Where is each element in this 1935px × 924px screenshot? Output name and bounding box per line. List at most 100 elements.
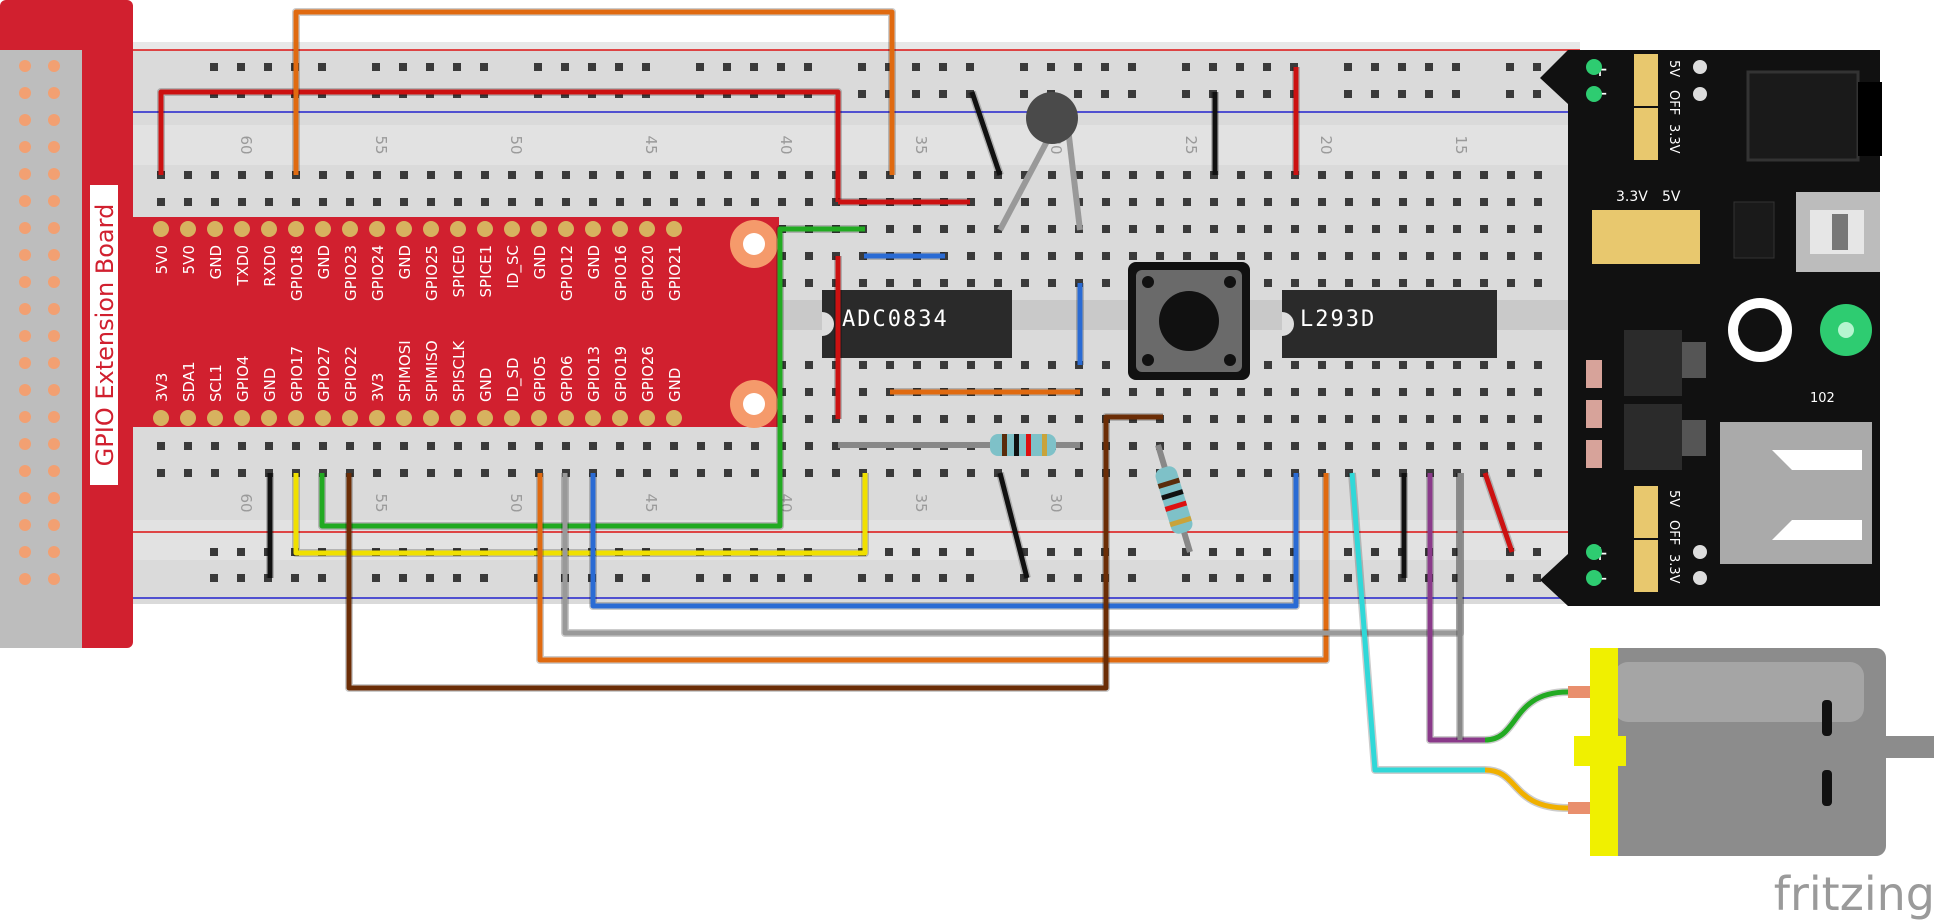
breadboard-hole <box>1534 388 1542 396</box>
breadboard-hole <box>643 442 651 450</box>
ribbon-pin <box>48 357 60 369</box>
breadboard-hole <box>1021 415 1029 423</box>
breadboard-hole <box>454 198 462 206</box>
breadboard-hole <box>1399 279 1407 287</box>
breadboard-hole <box>1075 252 1083 260</box>
breadboard-hole <box>913 361 921 369</box>
breadboard-hole <box>238 171 246 179</box>
rail-hole <box>210 63 218 71</box>
ext-pin <box>612 221 628 237</box>
rail-hole <box>1263 63 1271 71</box>
breadboard-hole <box>670 469 678 477</box>
breadboard-hole <box>1507 279 1515 287</box>
ext-pin <box>315 410 331 426</box>
ribbon-pin <box>48 222 60 234</box>
rail-hole <box>1533 548 1541 556</box>
breadboard-hole <box>859 252 867 260</box>
breadboard-hole <box>1453 415 1461 423</box>
rail-hole <box>1236 548 1244 556</box>
ribbon-pin <box>48 303 60 315</box>
column-number: 50 <box>507 135 525 154</box>
breadboard-hole <box>1399 252 1407 260</box>
breadboard-hole <box>1534 442 1542 450</box>
breadboard-hole <box>1291 252 1299 260</box>
resistor-horizontal <box>838 434 1080 456</box>
breadboard-hole <box>427 171 435 179</box>
breadboard-hole <box>967 225 975 233</box>
ext-pin-label: GND <box>531 245 549 279</box>
ribbon-pin <box>48 249 60 261</box>
ribbon-pin <box>19 114 31 126</box>
rail-hole <box>1074 63 1082 71</box>
ext-pin-label: GND <box>207 245 225 279</box>
ribbon-pin <box>19 438 31 450</box>
breadboard-hole <box>1183 442 1191 450</box>
jumper-label-off-top: OFF <box>1666 90 1681 115</box>
breadboard-hole <box>1048 469 1056 477</box>
rail-hole <box>1371 548 1379 556</box>
driver-label: L293D <box>1300 307 1376 332</box>
ext-pin-label: GPIO26 <box>639 346 657 402</box>
breadboard-hole <box>1264 252 1272 260</box>
breadboard-hole <box>1318 388 1326 396</box>
ext-pin <box>639 410 655 426</box>
rail-hole <box>1452 574 1460 582</box>
breadboard-hole <box>1156 198 1164 206</box>
ext-pin <box>288 410 304 426</box>
breadboard-hole <box>670 171 678 179</box>
ext-pin-label: GPIO17 <box>288 346 306 402</box>
rail-hole <box>723 574 731 582</box>
rail-hole <box>210 574 218 582</box>
breadboard-hole <box>1129 225 1137 233</box>
breadboard-hole <box>1156 171 1164 179</box>
breadboard-hole <box>1048 279 1056 287</box>
column-number: 30 <box>1047 493 1065 512</box>
breadboard-hole <box>1264 442 1272 450</box>
ribbon-pin <box>19 330 31 342</box>
breadboard-hole <box>832 469 840 477</box>
rail-hole <box>1371 574 1379 582</box>
column-number: 60 <box>237 493 255 512</box>
breadboard-hole <box>1318 361 1326 369</box>
breadboard-hole <box>1345 361 1353 369</box>
rail-hole <box>318 63 326 71</box>
rail-hole <box>696 63 704 71</box>
ext-pin <box>261 221 277 237</box>
breadboard-hole <box>157 469 165 477</box>
breadboard-hole <box>1534 171 1542 179</box>
ext-pin <box>180 221 196 237</box>
breadboard-hole <box>1426 361 1434 369</box>
breadboard-hole <box>1237 415 1245 423</box>
breadboard-hole <box>346 442 354 450</box>
breadboard-hole <box>292 442 300 450</box>
breadboard-hole <box>1021 225 1029 233</box>
breadboard-hole <box>427 469 435 477</box>
breadboard-hole <box>589 171 597 179</box>
breadboard-hole <box>1291 415 1299 423</box>
breadboard-hole <box>940 225 948 233</box>
wire <box>969 91 1003 176</box>
breadboard-hole <box>481 442 489 450</box>
ext-pin-label: GND <box>666 368 684 402</box>
breadboard-hole <box>751 442 759 450</box>
ext-pin-label: GPIO5 <box>531 356 549 402</box>
breadboard-hole <box>913 415 921 423</box>
breadboard-hole <box>211 469 219 477</box>
breadboard-hole <box>427 442 435 450</box>
jumper-label-off-bottom: OFF <box>1666 520 1681 545</box>
rail-hole <box>1452 63 1460 71</box>
breadboard-hole <box>643 171 651 179</box>
breadboard-hole <box>1345 279 1353 287</box>
ext-pin-label: ID_SC <box>504 245 523 288</box>
rail-hole <box>696 574 704 582</box>
ext-pin-label: 5V0 <box>153 245 171 274</box>
breadboard-hole <box>643 469 651 477</box>
ext-pin-label: GND <box>477 368 495 402</box>
breadboard-hole <box>1318 198 1326 206</box>
breadboard-hole <box>805 361 813 369</box>
breadboard-hole <box>751 198 759 206</box>
breadboard-hole <box>211 171 219 179</box>
breadboard-hole <box>1048 171 1056 179</box>
ext-pin <box>531 221 547 237</box>
wire <box>1427 473 1485 743</box>
